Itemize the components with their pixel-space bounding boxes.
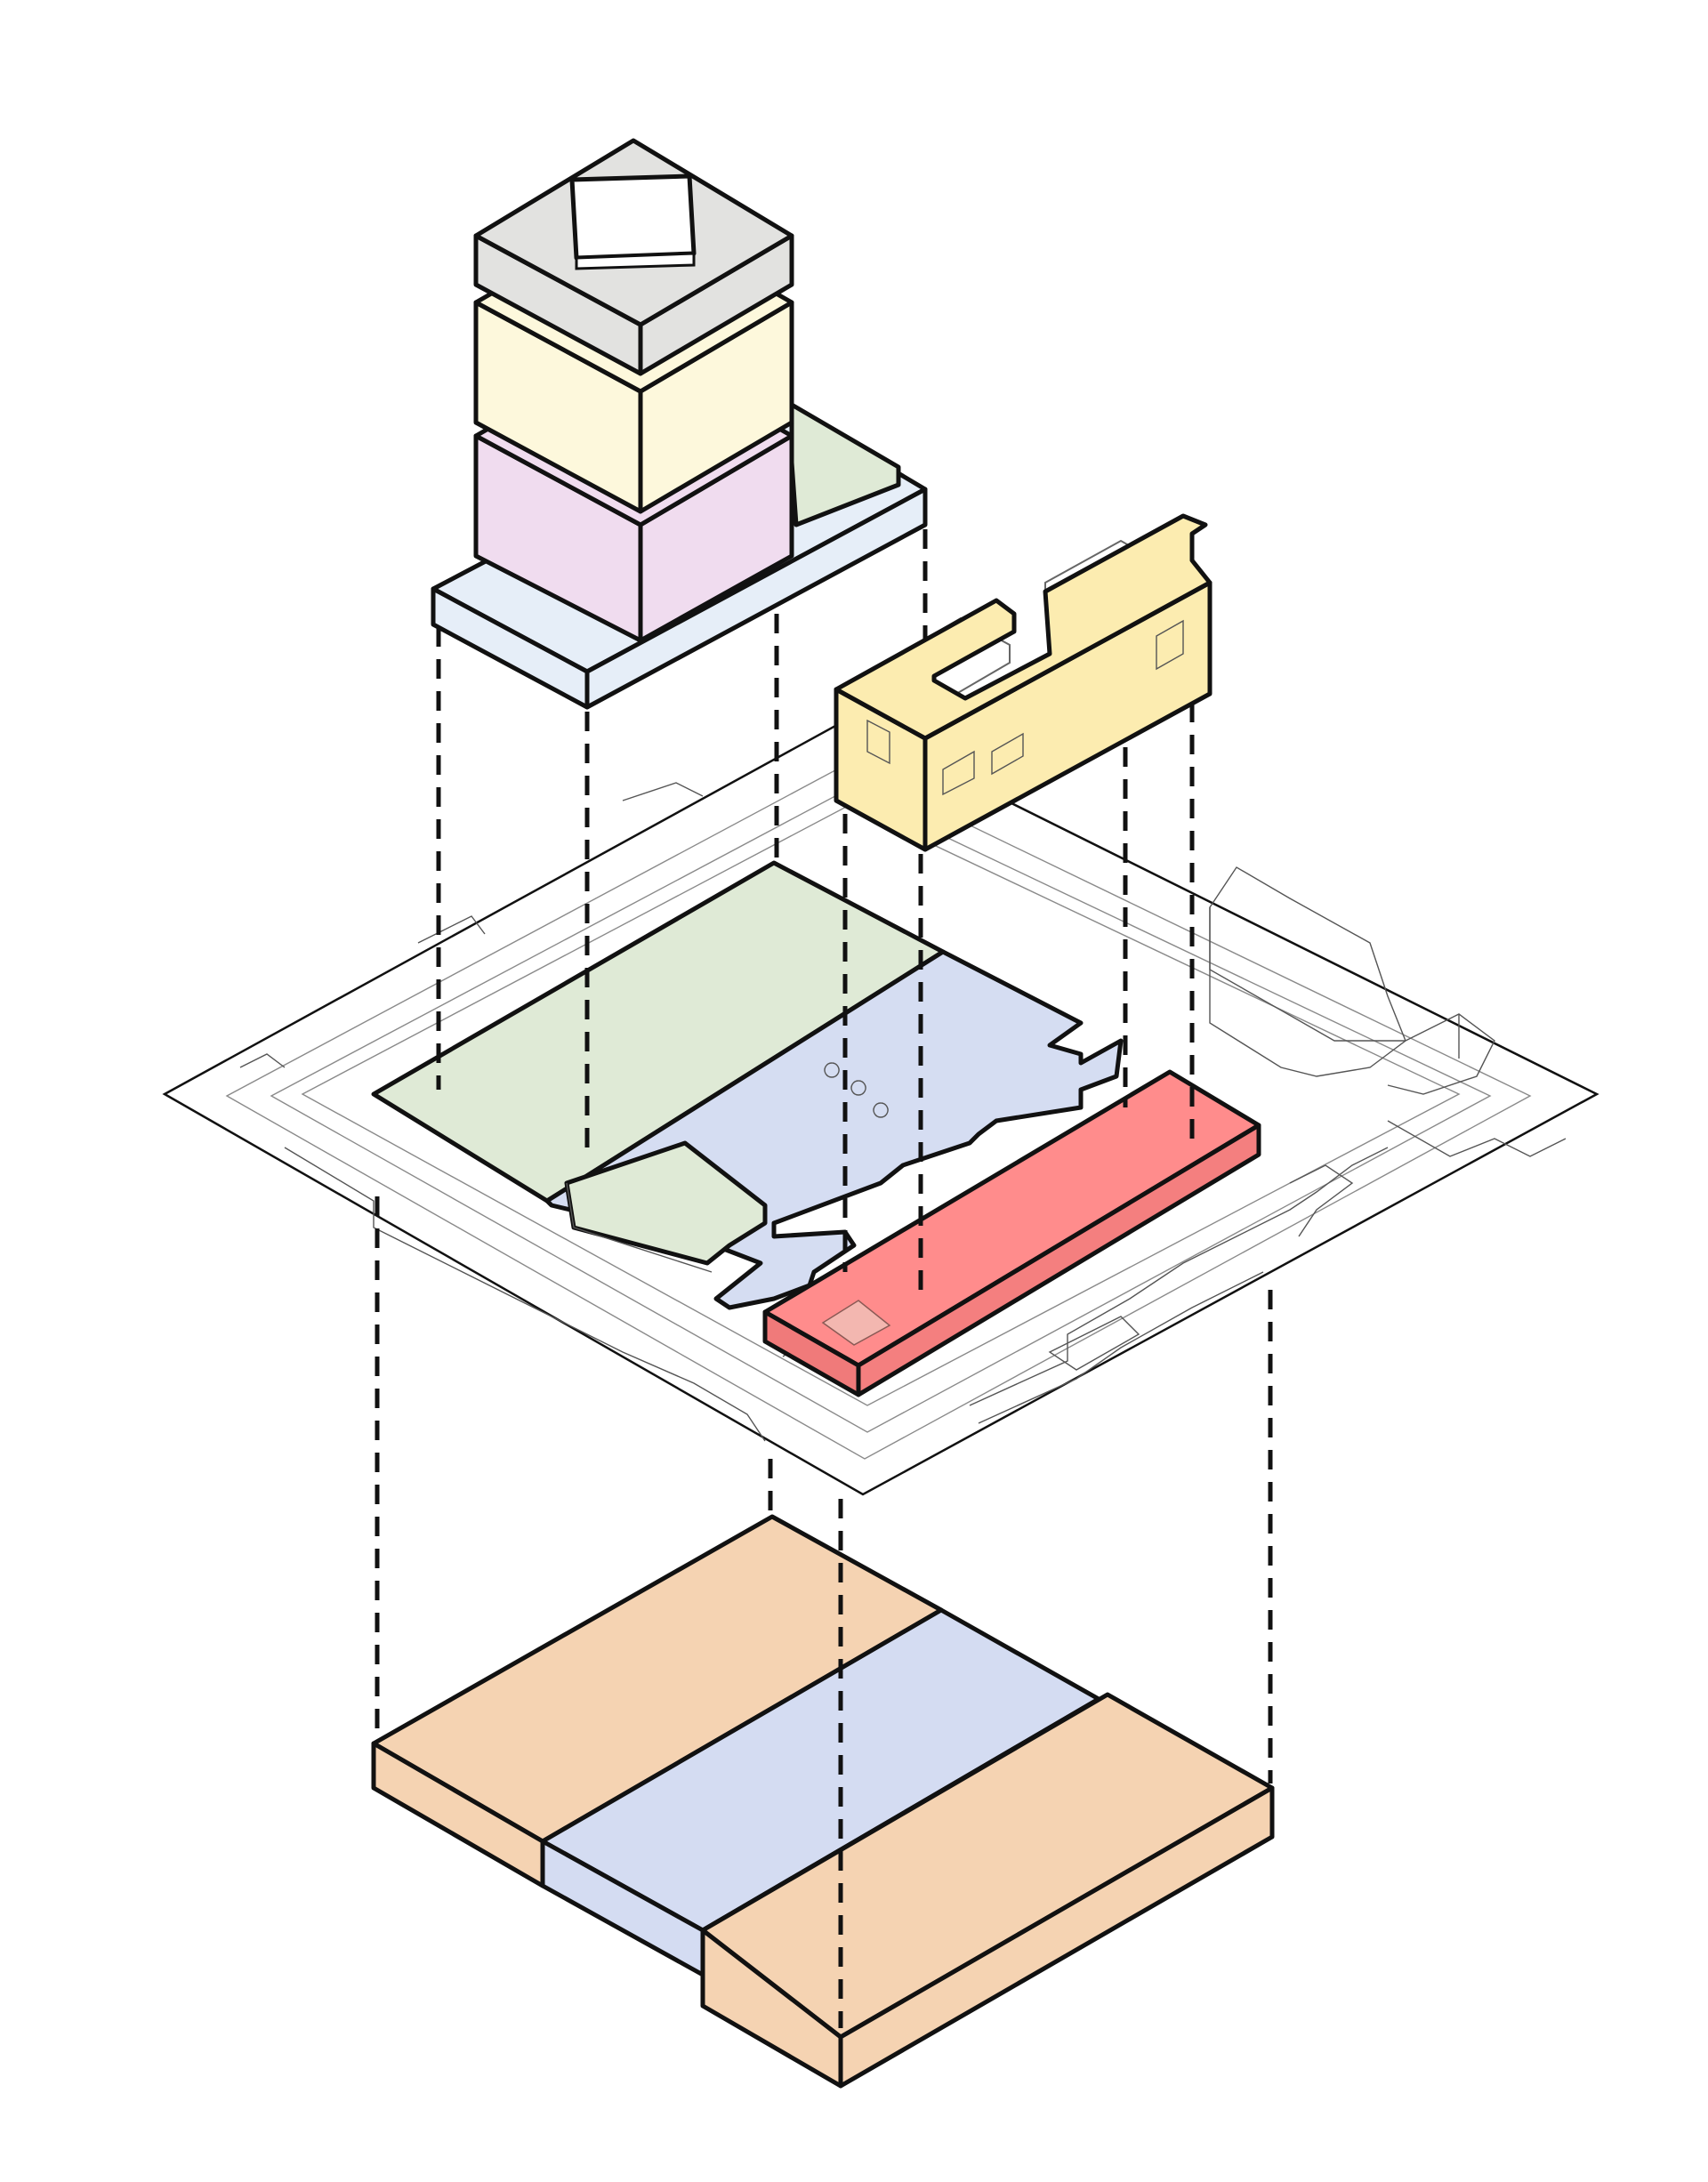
red-bar: [762, 1069, 1261, 1397]
tower: [431, 138, 928, 710]
east-openings: [866, 619, 1184, 796]
context-lines: [225, 764, 1567, 1460]
east-block-top: [834, 513, 1213, 741]
rooftop-box-base: [575, 252, 696, 270]
red-bar-skylight: [821, 1300, 891, 1346]
basement-right-side: [838, 1785, 1275, 2089]
site-plan: [162, 719, 1599, 1496]
rooftop-box-top: [569, 173, 697, 261]
basement: [371, 1514, 1275, 2089]
pad-edge: [566, 1182, 713, 1273]
podium-side: [584, 487, 928, 710]
east-block: [834, 513, 1213, 852]
plaza-dots: [824, 1062, 889, 1118]
projection-lines: [375, 529, 1273, 2028]
green-pad: [564, 1140, 768, 1266]
